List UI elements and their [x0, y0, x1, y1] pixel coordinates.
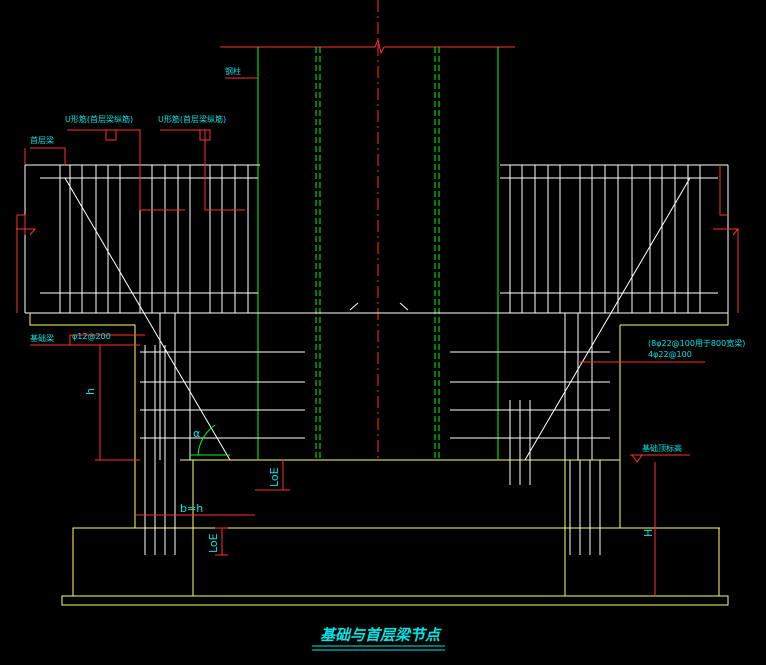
drawing-title: 基础与首层梁节点: [320, 626, 442, 644]
dimension-lines: [95, 344, 656, 596]
steel-column: [257, 47, 499, 460]
foundation-beam-label: 基础梁: [30, 333, 54, 343]
beam-outline: [24, 164, 729, 314]
rebar-spec-line2: 4φ22@100: [648, 350, 692, 359]
dim-b-eq-h: b=h: [180, 502, 203, 515]
right-beam-rebars: [509, 165, 701, 460]
u-bar-left-label: U形筋(首层梁纵筋): [65, 114, 133, 124]
rebar-spec-line1: (8φ22@100用于800宽梁): [648, 338, 745, 348]
dim-loe-1: LoE: [268, 467, 281, 487]
foundation-concrete: [29, 313, 729, 606]
u-bar-right-label: U形筋(首层梁纵筋): [158, 114, 226, 124]
dim-H: H: [642, 529, 655, 537]
steel-column-label: 钢柱: [225, 66, 241, 76]
angle-arc: [197, 424, 216, 456]
steel-column-cap: [220, 38, 515, 55]
first-floor-beam-label: 首层梁: [30, 135, 54, 145]
dim-loe-2: LoE: [207, 533, 220, 553]
dim-h: h: [84, 388, 97, 395]
foundation-top-label: 基础顶标高: [642, 443, 682, 453]
anchorage-rebars: [144, 345, 601, 555]
stirrup-label: φ12@200: [72, 332, 111, 341]
angle-label: α: [193, 427, 200, 440]
